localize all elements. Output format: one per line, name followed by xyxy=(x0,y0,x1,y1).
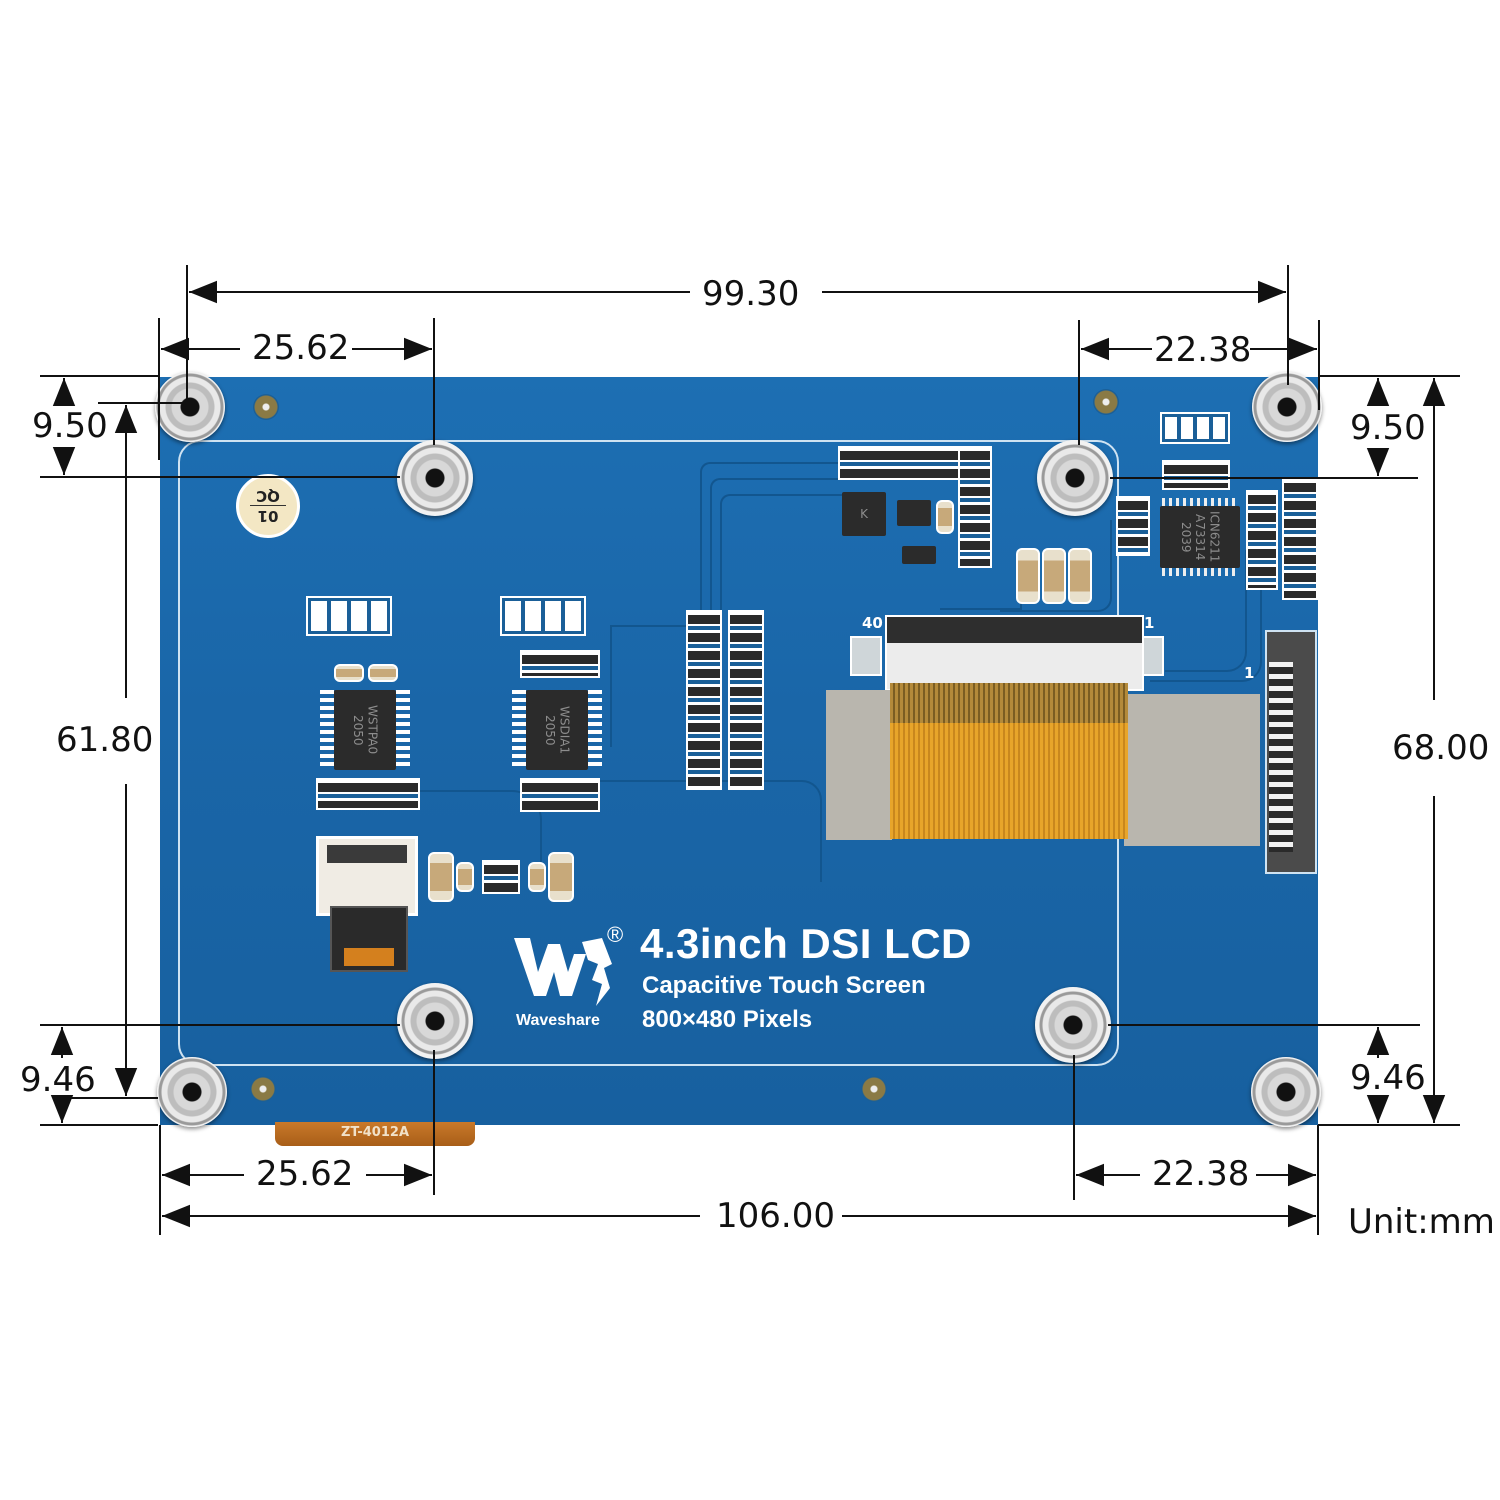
waveshare-logo-icon xyxy=(514,938,612,1006)
transistor-column xyxy=(728,610,764,790)
standoff-hole-bottom-right xyxy=(1035,987,1111,1063)
chip-marking: WSDIA1 xyxy=(557,705,572,755)
mounting-hole-bottom-right-corner xyxy=(1251,1057,1321,1127)
product-subtitle: Capacitive Touch Screen xyxy=(642,972,926,999)
touch-flex-cable xyxy=(330,906,408,972)
resistor-array xyxy=(1162,460,1230,490)
resistor-column xyxy=(958,446,992,568)
chip-pins xyxy=(320,690,334,766)
mipi-bridge-chip: ICN6211 A73314 2039 xyxy=(1160,506,1240,568)
inductor-marking: K xyxy=(860,506,868,521)
power-inductor: K xyxy=(842,492,886,536)
dim-total-width: 106.00 xyxy=(716,1196,835,1236)
resistor-column xyxy=(1246,490,1278,590)
brand-name: Waveshare xyxy=(516,1012,600,1029)
chip-pins xyxy=(1162,566,1238,576)
product-resolution: 800×480 Pixels xyxy=(642,1006,813,1033)
dim-top-right-offset: 22.38 xyxy=(1154,330,1252,370)
dim-top-left-offset: 25.62 xyxy=(252,328,350,368)
dim-left-bottom-offset: 9.46 xyxy=(20,1060,96,1100)
transistor-column xyxy=(686,610,722,790)
chip-marking: ICN6211 xyxy=(1207,511,1222,563)
fpc-connector-40pin xyxy=(885,615,1144,691)
side-fpc-connector xyxy=(1265,630,1317,874)
resistor-array xyxy=(520,650,600,678)
shield-foil-left xyxy=(826,690,892,840)
voltage-regulator xyxy=(897,500,931,526)
flex-ribbon-contacts xyxy=(890,683,1128,723)
pcb-trace xyxy=(1165,550,1247,672)
unit-label: Unit:mm xyxy=(1348,1202,1495,1242)
display-bridge-chip: WSDIA1 2050 xyxy=(526,690,588,770)
test-via xyxy=(250,1076,276,1102)
smd-capacitor xyxy=(1016,548,1040,604)
fpc-anchor-left xyxy=(850,636,882,676)
resistor-array xyxy=(316,778,420,810)
dim-left-top-offset: 9.50 xyxy=(32,406,108,446)
pcb-trace xyxy=(420,790,542,862)
resistor-array xyxy=(482,860,520,894)
diode xyxy=(902,546,936,564)
chip-pins xyxy=(588,690,602,766)
smd-resistor xyxy=(528,862,546,892)
pcb-trace xyxy=(700,462,842,614)
smd-capacitor xyxy=(936,500,954,534)
dim-right-top-offset: 9.50 xyxy=(1350,408,1426,448)
standoff-hole-top-right xyxy=(1037,440,1113,516)
standoff-hole-bottom-left xyxy=(397,983,473,1059)
capacitor-array xyxy=(1160,412,1230,444)
dim-right-total-height: 68.00 xyxy=(1392,728,1490,768)
smd-capacitor xyxy=(1042,548,1066,604)
chip-marking: 2039 xyxy=(1178,521,1193,553)
smd-resistor xyxy=(368,664,398,682)
mounting-hole-top-left-corner xyxy=(155,372,225,442)
smd-capacitor xyxy=(428,852,454,902)
pcb-trace xyxy=(720,494,842,626)
dim-bottom-left-offset: 25.62 xyxy=(256,1154,354,1194)
test-via xyxy=(253,394,279,420)
smd-capacitor xyxy=(1068,548,1092,604)
fpc-pin-1-label: 1 xyxy=(1144,614,1155,632)
chip-pins xyxy=(396,690,410,766)
pcb-trace xyxy=(1000,520,1112,612)
registered-trademark: ® xyxy=(607,922,624,947)
dim-top-hole-span: 99.30 xyxy=(702,274,800,314)
pcb-trace xyxy=(710,478,842,620)
test-via xyxy=(861,1076,887,1102)
chip-marking: 2050 xyxy=(351,714,365,746)
chip-pins xyxy=(512,690,526,766)
smd-capacitor xyxy=(548,852,574,902)
test-via xyxy=(1093,389,1119,415)
resistor-column xyxy=(1282,478,1318,600)
chip-pins xyxy=(1162,498,1238,508)
dim-left-inner-height: 61.80 xyxy=(56,720,154,760)
side-fpc-pin-1-label: 1 xyxy=(1244,664,1255,682)
product-title: 4.3inch DSI LCD xyxy=(640,920,972,967)
chip-marking: WSTPA0 xyxy=(365,705,380,755)
smd-resistor xyxy=(334,664,364,682)
pcb-trace xyxy=(610,625,692,747)
capacitor-array xyxy=(500,596,586,636)
fpc-pin-40-label: 40 xyxy=(862,614,883,632)
flex-part-number: ZT-4012A xyxy=(340,1125,410,1140)
dim-right-bottom-offset: 9.46 xyxy=(1350,1058,1426,1098)
resistor-column xyxy=(1116,496,1150,556)
touch-controller-chip: WSTPA0 2050 xyxy=(334,690,396,770)
pcb-trace xyxy=(1150,540,1262,682)
standoff-hole-top-left xyxy=(397,440,473,516)
bottom-flex-tail: ZT-4012A xyxy=(275,1122,475,1146)
chip-marking: 2050 xyxy=(543,714,557,746)
smd-resistor xyxy=(456,862,474,892)
capacitor-array xyxy=(306,596,392,636)
resistor-array xyxy=(520,778,600,812)
mounting-hole-bottom-left-corner xyxy=(157,1057,227,1127)
shield-foil-right xyxy=(1124,694,1260,846)
dim-bottom-right-offset: 22.38 xyxy=(1152,1154,1250,1194)
chip-marking: A73314 xyxy=(1193,513,1208,561)
